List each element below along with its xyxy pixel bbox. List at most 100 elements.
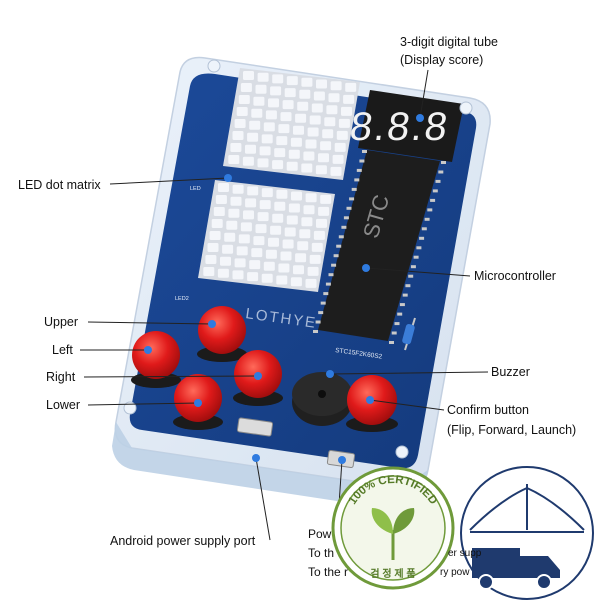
- led-dot: [236, 107, 248, 116]
- led-dot: [245, 144, 256, 154]
- chip-pin: [435, 179, 441, 183]
- led-dot: [207, 243, 219, 252]
- led-dot: [326, 105, 338, 115]
- chip-pin: [362, 150, 367, 153]
- led-dot: [249, 120, 261, 130]
- led-dot: [278, 124, 290, 134]
- chip-pin: [341, 225, 347, 229]
- label-power-line2: To th: [308, 546, 335, 560]
- led-dot: [303, 151, 315, 161]
- led-dot: [276, 189, 288, 199]
- led-dot: [284, 88, 296, 98]
- led-dot: [309, 254, 321, 264]
- label-confirm-title: Confirm button: [447, 403, 529, 417]
- led-dot: [303, 205, 315, 215]
- button-confirm[interactable]: [346, 375, 398, 432]
- led-dot: [284, 227, 296, 237]
- led-dot: [265, 249, 277, 259]
- chip-pin: [432, 189, 438, 193]
- badge-korean: 검 정 제 품: [370, 567, 415, 580]
- led-dot: [226, 220, 238, 230]
- chip-pin: [351, 187, 357, 191]
- led-dot: [270, 225, 282, 235]
- matrix-label-bottom: LED2: [175, 296, 189, 302]
- led-dot: [315, 165, 327, 175]
- led-dot: [290, 137, 302, 147]
- label-microcontroller: Microcontroller: [474, 269, 556, 283]
- led-dot: [293, 125, 304, 135]
- led-dot: [297, 241, 309, 251]
- led-dot: [242, 156, 254, 166]
- led-dot: [268, 98, 279, 108]
- led-dot: [307, 266, 319, 276]
- led-dot: [341, 106, 352, 116]
- led-dot: [345, 82, 357, 92]
- led-dot: [255, 84, 267, 94]
- label-power-line3: To the r: [308, 565, 349, 579]
- led-dot: [230, 196, 242, 206]
- led-dot: [236, 246, 248, 256]
- led-dot: [232, 184, 244, 194]
- led-dot: [293, 265, 304, 275]
- android-port: [236, 417, 274, 437]
- chip-pin: [354, 178, 360, 182]
- led-dot: [228, 208, 240, 218]
- led-dot: [295, 253, 307, 263]
- led-dot: [205, 255, 217, 264]
- buzzer: [292, 372, 352, 426]
- chip-pin: [313, 330, 318, 333]
- button-upper[interactable]: [197, 306, 247, 362]
- led-dot: [230, 143, 242, 152]
- led-dot: [234, 119, 246, 128]
- seven-segment-display: 8.8.8: [347, 90, 464, 162]
- chip-pin: [343, 216, 349, 220]
- led-dot: [209, 231, 221, 240]
- led-dot: [261, 273, 273, 283]
- sprout-icon: [371, 508, 415, 560]
- led-dot: [274, 201, 286, 211]
- led-dot: [220, 256, 231, 266]
- chip-pin: [359, 159, 365, 163]
- led-dot: [276, 136, 288, 146]
- truck-icon: [472, 548, 560, 590]
- led-dot: [313, 230, 325, 240]
- led-dot: [263, 122, 275, 132]
- led-dot: [295, 113, 307, 123]
- led-dot: [299, 89, 311, 99]
- led-dot: [299, 229, 311, 239]
- led-dot: [272, 160, 284, 170]
- led-dot: [330, 81, 342, 91]
- label-power-line1: Pow: [308, 527, 332, 541]
- led-dot: [286, 76, 298, 86]
- led-dot: [305, 278, 317, 288]
- led-dot: [305, 139, 317, 149]
- button-lower[interactable]: [173, 374, 223, 430]
- led-dot: [234, 258, 246, 268]
- led-dot: [228, 155, 240, 164]
- led-dot: [311, 103, 323, 113]
- chip-pin: [328, 273, 334, 277]
- led-dot: [222, 244, 234, 254]
- callout-lines: [80, 69, 489, 541]
- led-dot: [243, 71, 254, 80]
- led-dot: [213, 207, 225, 216]
- label-display-title: 3-digit digital tube: [400, 35, 498, 49]
- led-dot: [316, 218, 327, 228]
- led-dot: [238, 234, 250, 244]
- label-android-port: Android power supply port: [110, 534, 256, 548]
- led-dot: [328, 93, 340, 103]
- label-right: Right: [46, 370, 76, 384]
- led-dot: [322, 129, 334, 139]
- truck-logo: [460, 466, 594, 600]
- button-left[interactable]: [131, 331, 181, 388]
- led-dot: [288, 149, 300, 159]
- led-dot: [338, 118, 350, 128]
- certified-badge: 100% CERTIFIED 검 정 제 품: [331, 466, 455, 590]
- led-dot: [251, 108, 263, 118]
- led-dot: [272, 213, 284, 223]
- led-dot: [247, 132, 259, 142]
- chip-pin: [320, 301, 326, 305]
- led-dot: [270, 86, 282, 96]
- led-dot: [278, 263, 290, 273]
